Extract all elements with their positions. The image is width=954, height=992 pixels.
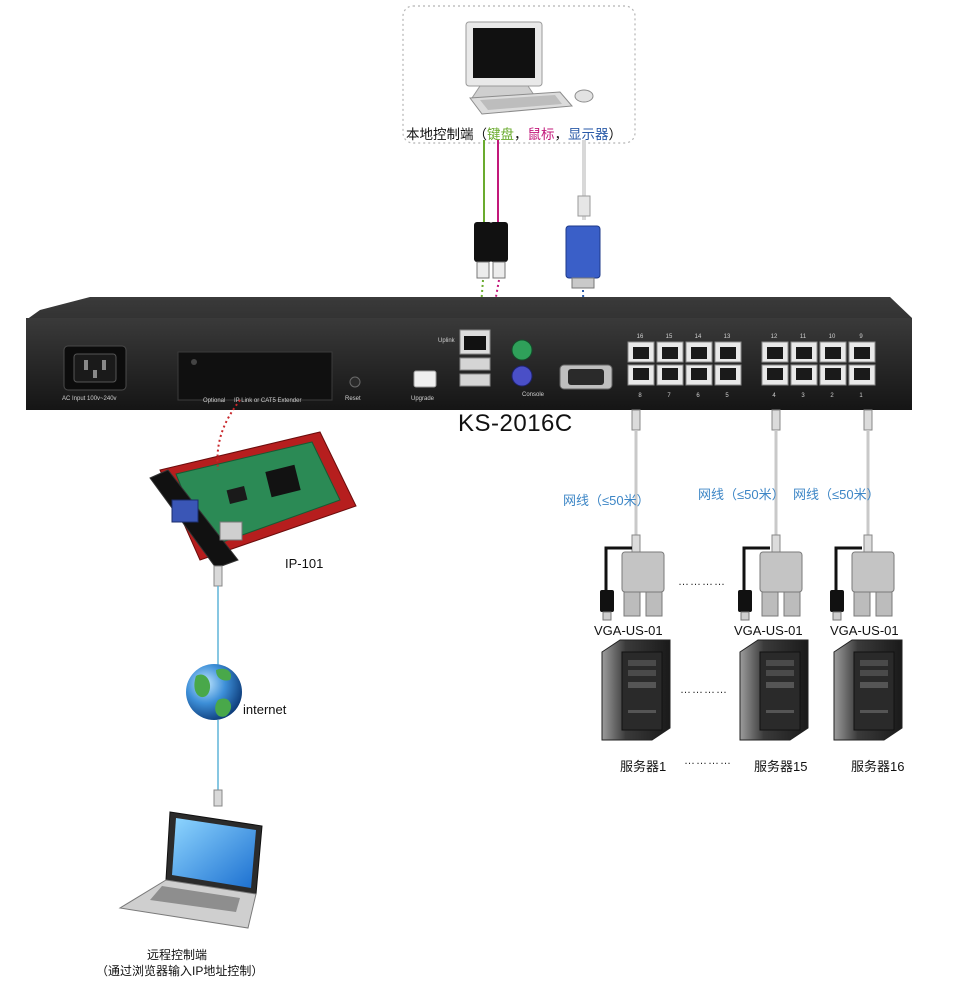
dongle-label-2: VGA-US-01 <box>734 623 803 638</box>
server-tower-icon <box>739 639 809 741</box>
ps2-keyboard-port <box>511 365 533 387</box>
internet-globe-icon <box>186 664 242 720</box>
rj45-port <box>656 364 684 386</box>
server-tower-icon <box>601 639 671 741</box>
port-number-top: 16 <box>637 334 644 340</box>
ac-power-socket <box>63 345 127 391</box>
port-number-bottom: 7 <box>667 393 671 399</box>
local-console-prefix: 本地控制端 <box>406 127 474 142</box>
port-number-bottom: 5 <box>725 393 729 399</box>
usb-port <box>459 357 491 371</box>
rj45-port <box>627 341 655 363</box>
server-label-3: 服务器16 <box>851 759 905 774</box>
laptop-icon <box>118 811 263 929</box>
server-label-2: 服务器15 <box>754 759 808 774</box>
port-number-top: 10 <box>829 334 836 340</box>
cable-label-2: 网线（≤50米） <box>698 487 785 502</box>
upgrade-port <box>413 370 437 388</box>
cable-label-1: 网线（≤50米） <box>563 493 650 508</box>
comma: ， <box>554 127 569 142</box>
rj45-port <box>627 364 655 386</box>
port-number-bottom: 4 <box>772 393 776 399</box>
vga-plug-icon <box>565 225 601 289</box>
rj45-port <box>714 341 742 363</box>
server-tower-icon <box>833 639 903 741</box>
rj45-port <box>819 341 847 363</box>
dongle-adapter <box>600 546 665 621</box>
console-label: Console <box>522 392 545 398</box>
rj45-port <box>819 364 847 386</box>
port-number-bottom: 3 <box>801 393 805 399</box>
ellipsis-servers: ………… <box>680 684 728 696</box>
internet-label: internet <box>243 702 287 717</box>
comma: ， <box>514 127 528 142</box>
rj45-port <box>714 364 742 386</box>
ellipsis-labels: ………… <box>684 755 732 767</box>
rj45-port <box>761 364 789 386</box>
monitor-icon <box>465 21 543 99</box>
network-cable <box>771 409 781 554</box>
port-number-top: 11 <box>800 334 807 340</box>
local-console-label: 本地控制端（键盘，鼠标，显示器） <box>406 123 622 143</box>
expansion-slot <box>177 351 333 401</box>
port-number-bottom: 6 <box>696 393 700 399</box>
dongle-label-3: VGA-US-01 <box>830 623 899 638</box>
rj45-port <box>656 341 684 363</box>
paren-open: （ <box>473 127 488 142</box>
mouse-label: 鼠标 <box>527 127 555 142</box>
port-number-bottom: 1 <box>859 393 863 399</box>
dongle-label-1: VGA-US-01 <box>594 623 663 638</box>
network-cable <box>863 409 873 554</box>
port-number-top: 12 <box>771 334 778 340</box>
port-number-top: 13 <box>724 334 731 340</box>
local-console-frame <box>402 5 636 144</box>
usb-plug-icon <box>490 222 508 279</box>
port-number-bottom: 2 <box>830 393 834 399</box>
reset-button <box>349 376 361 388</box>
uplink-label: Uplink <box>438 338 455 344</box>
rj45-port <box>685 341 713 363</box>
port-number-bottom: 8 <box>638 393 642 399</box>
usb-port <box>459 373 491 387</box>
rj45-port <box>685 364 713 386</box>
rj45-port <box>790 341 818 363</box>
ip-module-board <box>149 431 357 569</box>
usb-plug-icon <box>474 222 492 279</box>
port-number-top: 14 <box>695 334 702 340</box>
rj45-port <box>761 341 789 363</box>
rj45-port <box>848 341 876 363</box>
remote-console-note: （通过浏览器输入IP地址控制） <box>96 964 264 978</box>
port-number-top: 9 <box>859 334 863 340</box>
ps2-mouse-port <box>511 339 533 361</box>
paren-close: ） <box>608 127 623 142</box>
port-number-top: 15 <box>666 334 673 340</box>
ip-module-label: IP-101 <box>285 556 324 571</box>
rj45-port-bank: 16 15 14 13 12 11 10 9 8 7 6 5 4 3 2 1 <box>627 334 876 399</box>
reset-label: Reset <box>345 396 361 402</box>
cable-label-3: 网线（≤50米） <box>793 487 880 502</box>
optional-label: Optional <box>203 398 226 404</box>
switch-model-label: KS-2016C <box>458 410 573 437</box>
ip-link-label: IP Link or CAT5 Extender <box>234 398 302 404</box>
rj45-port <box>790 364 818 386</box>
network-cable <box>631 409 641 554</box>
dongle-adapter <box>738 546 803 621</box>
remote-console-label: 远程控制端 <box>147 948 208 962</box>
mouse-icon <box>574 89 594 103</box>
dongle-adapter <box>830 546 895 621</box>
ac-input-label: AC Input 100v~240v <box>62 396 117 402</box>
ellipsis-dongles: ………… <box>678 576 726 588</box>
monitor-label: 显示器 <box>568 127 609 142</box>
keyboard-icon <box>469 91 574 115</box>
rj45-port <box>848 364 876 386</box>
upgrade-label: Upgrade <box>411 396 435 402</box>
server-label-1: 服务器1 <box>620 759 667 774</box>
keyboard-label: 键盘 <box>487 127 514 142</box>
